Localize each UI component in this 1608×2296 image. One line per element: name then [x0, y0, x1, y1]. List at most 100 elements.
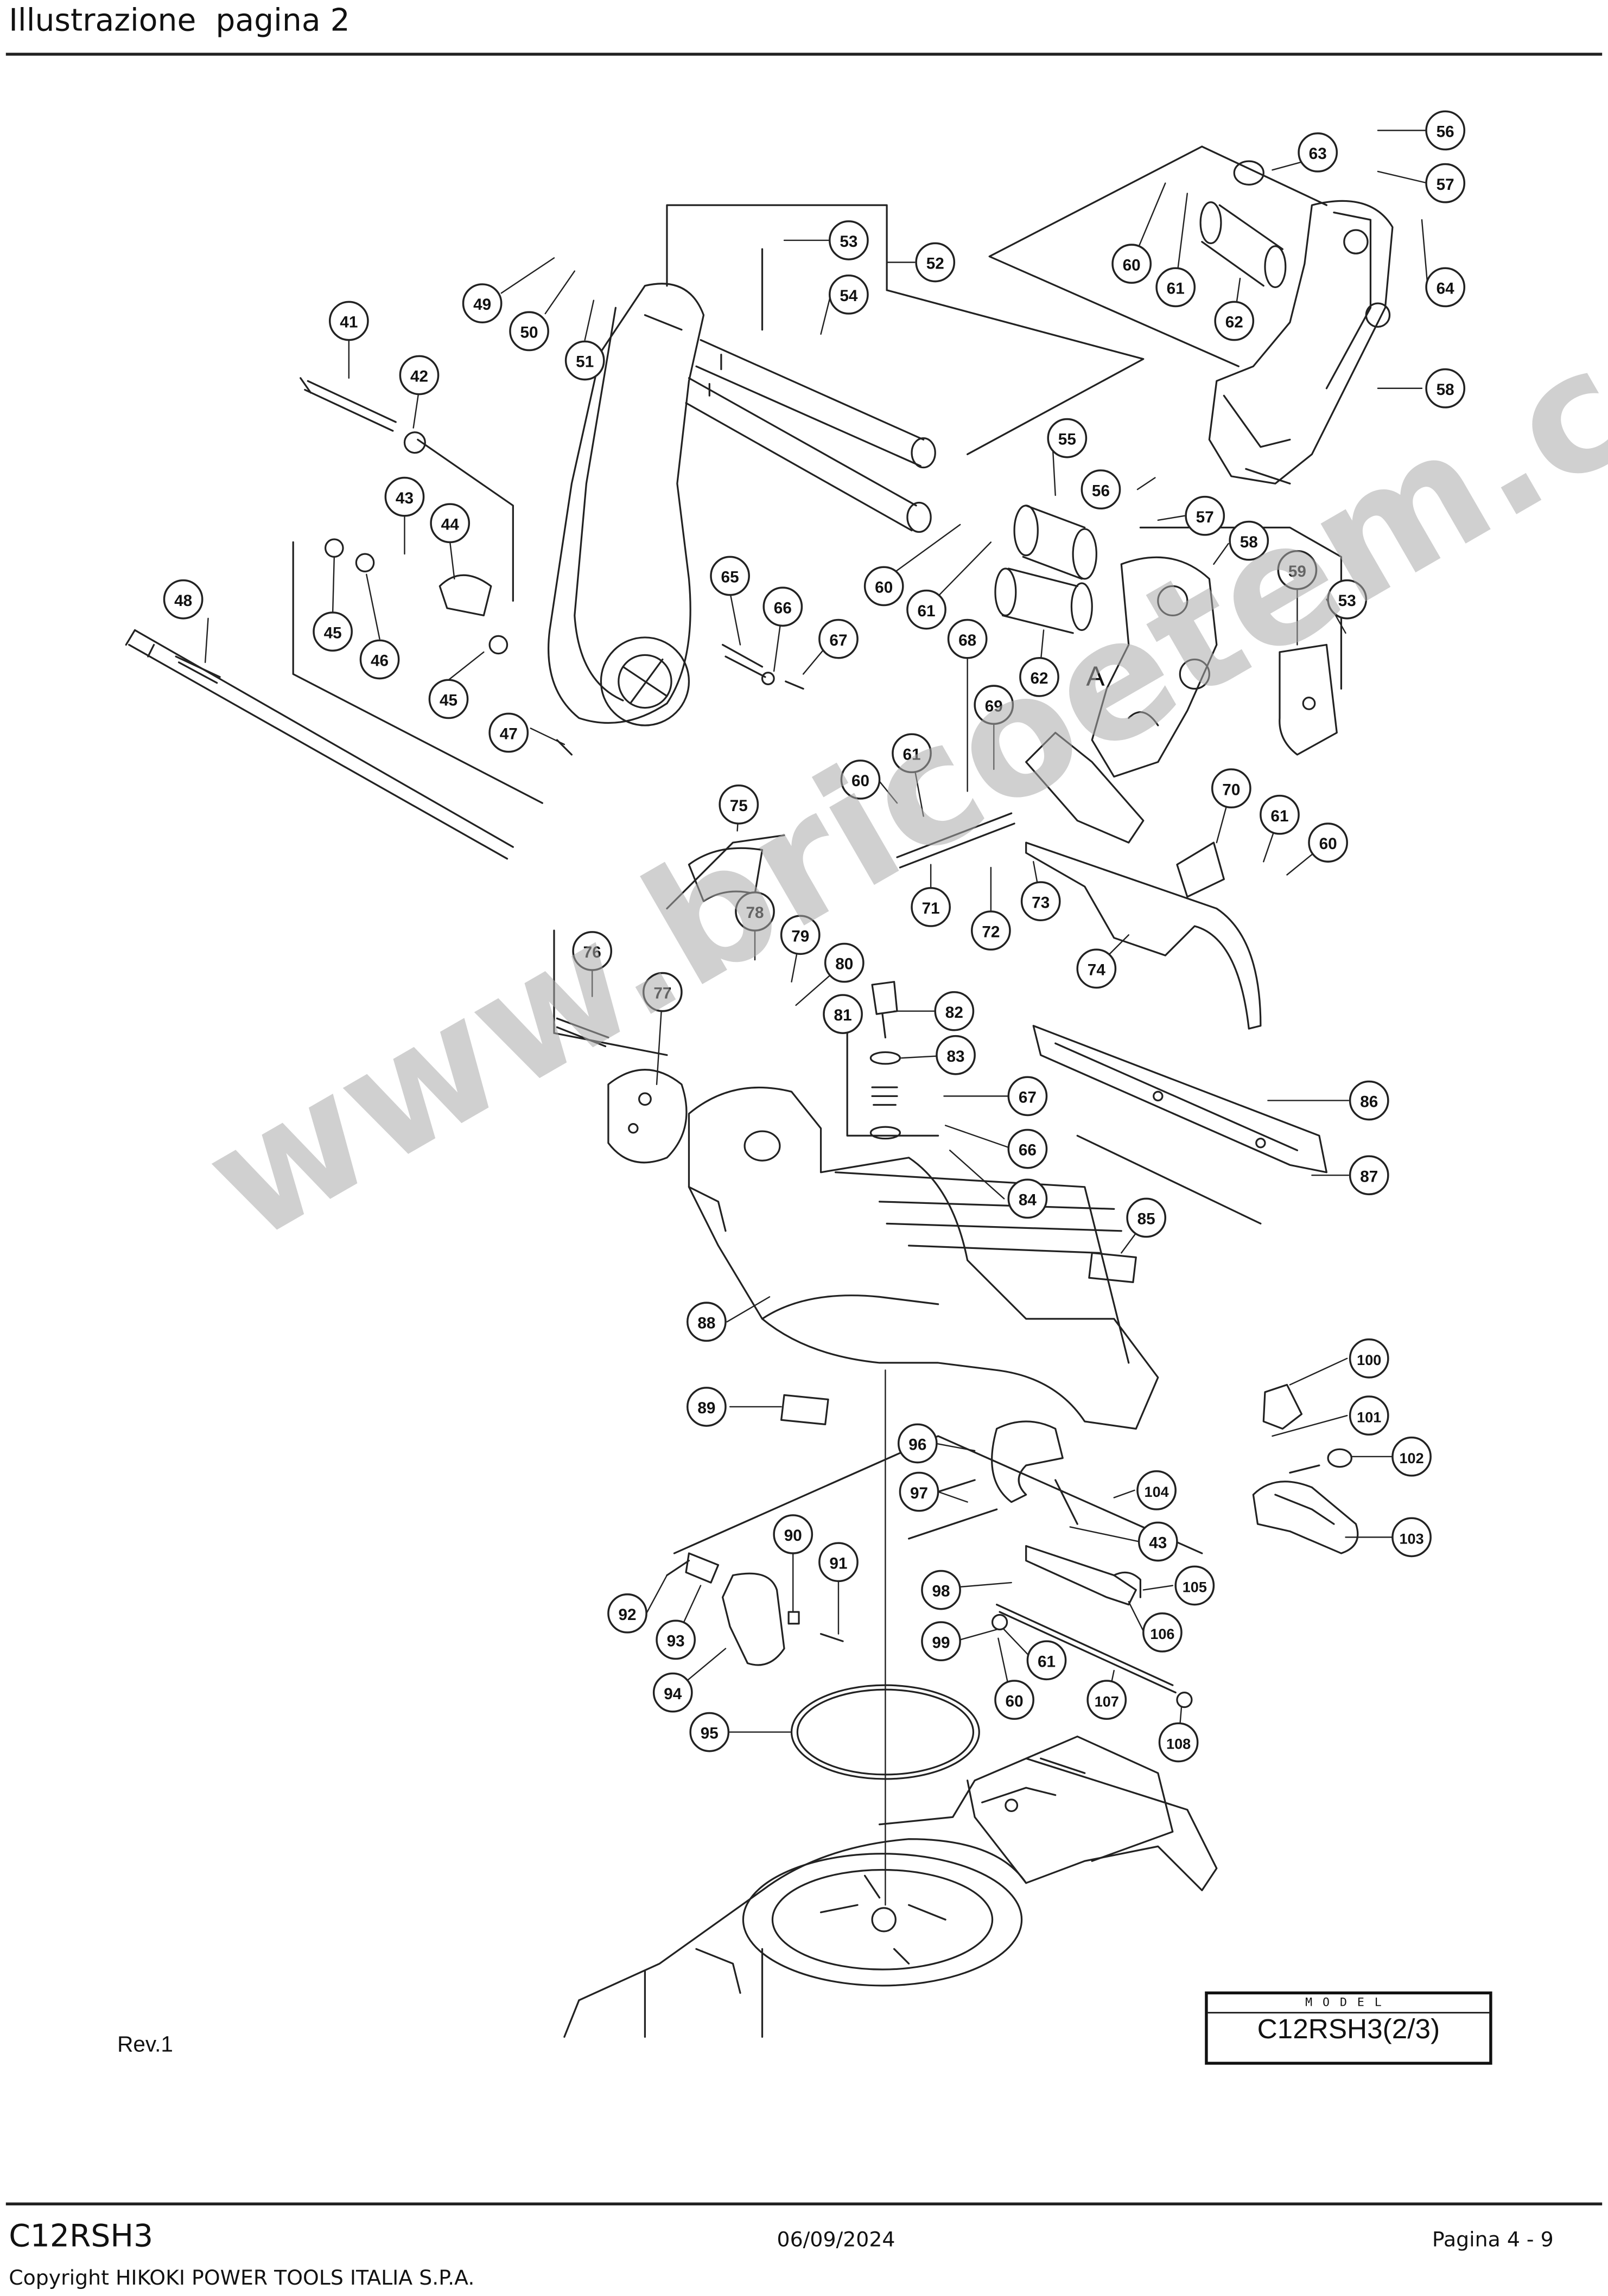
callout-57-top: 57 — [1425, 163, 1466, 203]
svg-text:102: 102 — [1400, 1450, 1424, 1466]
svg-text:60: 60 — [1006, 1692, 1024, 1710]
svg-text:56: 56 — [1437, 123, 1454, 141]
cover-59 — [1279, 643, 1338, 756]
callout-99: 99 — [921, 1621, 961, 1661]
svg-text:91: 91 — [829, 1554, 847, 1572]
svg-text:87: 87 — [1360, 1168, 1378, 1185]
callout-60-a: 60 — [1111, 244, 1152, 284]
svg-text:61: 61 — [1270, 807, 1288, 825]
svg-text:53: 53 — [840, 233, 857, 251]
svg-text:61: 61 — [902, 745, 920, 763]
callout-47: 47 — [488, 712, 529, 753]
svg-text:106: 106 — [1150, 1626, 1174, 1642]
rod-48 — [125, 541, 543, 860]
svg-text:72: 72 — [982, 923, 1000, 941]
callout-46: 46 — [359, 639, 400, 680]
svg-text:101: 101 — [1357, 1409, 1381, 1425]
svg-text:86: 86 — [1360, 1093, 1378, 1111]
callout-105: 105 — [1174, 1565, 1215, 1606]
callout-58-top: 58 — [1425, 368, 1466, 409]
callout-43: 43 — [384, 476, 425, 517]
fence-plate-87 — [1032, 1025, 1328, 1173]
callout-49: 49 — [462, 283, 503, 323]
callout-43-lower: 43 — [1137, 1521, 1178, 1562]
svg-text:107: 107 — [1095, 1693, 1119, 1710]
callout-45-right: 45 — [428, 679, 469, 719]
svg-text:65: 65 — [721, 569, 739, 586]
svg-text:52: 52 — [926, 255, 944, 273]
svg-text:58: 58 — [1240, 533, 1258, 551]
svg-text:71: 71 — [922, 900, 940, 917]
svg-text:49: 49 — [473, 296, 491, 314]
model-value: C12RSH3(2/3) — [1257, 2014, 1440, 2046]
svg-text:90: 90 — [784, 1527, 802, 1545]
callout-62-mid: 62 — [1019, 656, 1059, 697]
svg-text:108: 108 — [1166, 1736, 1191, 1752]
svg-text:56: 56 — [1092, 482, 1110, 500]
svg-text:60: 60 — [1123, 256, 1141, 274]
callout-63: 63 — [1298, 132, 1338, 173]
svg-text:63: 63 — [1309, 145, 1327, 163]
arm-pivot-screws — [556, 643, 804, 756]
callout-balloons: 41 42 43 44 45 45 46 47 48 49 50 51 52 5… — [163, 110, 1466, 1763]
handle-103 — [1252, 1383, 1359, 1554]
callout-79: 79 — [780, 915, 821, 955]
footer-date: 06/09/2024 — [777, 2229, 895, 2253]
sleeve-62-upper — [1199, 160, 1287, 289]
callout-62-top: 62 — [1214, 301, 1255, 341]
callout-41: 41 — [328, 301, 369, 341]
footer-rule — [5, 2202, 1603, 2206]
callout-71: 71 — [911, 887, 951, 927]
guide-rods — [685, 339, 936, 533]
callout-98: 98 — [921, 1570, 961, 1610]
callout-100: 100 — [1349, 1338, 1389, 1379]
callout-93: 93 — [656, 1619, 696, 1660]
svg-text:78: 78 — [746, 904, 764, 922]
callout-95: 95 — [689, 1712, 730, 1752]
svg-text:58: 58 — [1437, 381, 1454, 399]
lock-lever-105 — [991, 1479, 1193, 1708]
callout-87: 87 — [1349, 1155, 1389, 1196]
svg-text:55: 55 — [1058, 431, 1076, 449]
svg-text:88: 88 — [697, 1314, 715, 1332]
svg-text:44: 44 — [441, 515, 460, 533]
callout-60-e: 60 — [994, 1680, 1034, 1720]
saw-cover-88 — [666, 834, 1159, 1430]
svg-text:61: 61 — [1167, 280, 1185, 298]
svg-text:100: 100 — [1357, 1352, 1381, 1368]
callout-106: 106 — [1142, 1612, 1183, 1653]
svg-text:83: 83 — [947, 1048, 965, 1066]
callout-78: 78 — [735, 891, 775, 932]
callout-66-top: 66 — [762, 586, 803, 627]
callout-42: 42 — [399, 355, 440, 396]
svg-text:60: 60 — [851, 772, 869, 790]
callout-44: 44 — [430, 503, 471, 544]
callout-92: 92 — [607, 1593, 647, 1634]
callout-51: 51 — [564, 340, 605, 381]
footer-model: C12RSH3 — [9, 2218, 154, 2254]
svg-text:81: 81 — [834, 1006, 852, 1024]
callout-57-mid: 57 — [1185, 495, 1225, 536]
arm-housing — [548, 283, 705, 726]
svg-text:59: 59 — [1288, 563, 1306, 581]
bracket-52-group — [666, 204, 1145, 455]
svg-text:53: 53 — [1338, 592, 1356, 610]
callout-61-b: 61 — [906, 589, 946, 630]
svg-text:95: 95 — [701, 1725, 719, 1743]
callout-60-c: 60 — [840, 760, 881, 800]
callout-48: 48 — [163, 579, 204, 620]
callout-90: 90 — [773, 1514, 813, 1554]
callout-94: 94 — [652, 1672, 693, 1713]
svg-text:48: 48 — [174, 592, 192, 610]
callout-67-mid: 67 — [1007, 1076, 1048, 1117]
callout-72: 72 — [971, 910, 1011, 951]
callout-61-e: 61 — [1026, 1640, 1067, 1681]
callout-97: 97 — [899, 1471, 939, 1512]
svg-text:97: 97 — [910, 1484, 928, 1502]
page-title: Illustrazione pagina 2 — [9, 3, 350, 39]
callout-88: 88 — [687, 1302, 727, 1342]
svg-text:64: 64 — [1437, 280, 1455, 298]
svg-text:45: 45 — [324, 624, 342, 642]
svg-text:105: 105 — [1183, 1579, 1207, 1596]
